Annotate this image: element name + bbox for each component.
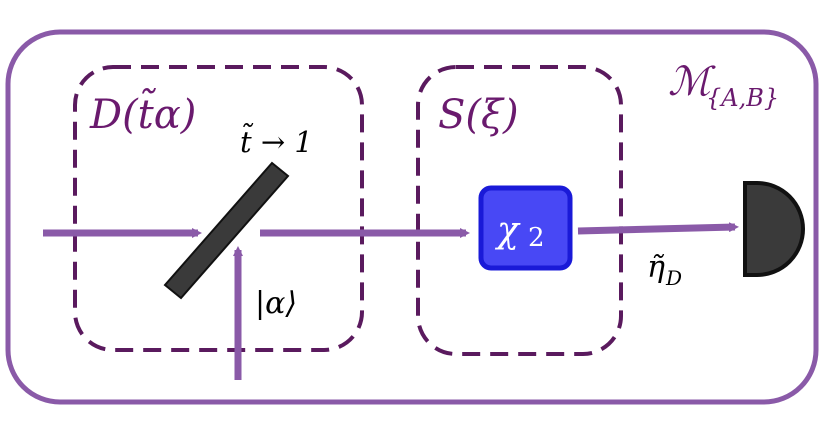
beamsplitter — [163, 161, 290, 300]
displacement-label: D(t̃α) — [89, 88, 196, 138]
chi2-crystal — [478, 185, 573, 271]
efficiency-label: η̃ — [647, 250, 665, 285]
detector-icon — [743, 181, 805, 277]
outer-box-subscript: {A,B} — [706, 84, 779, 112]
displacement-box — [73, 65, 364, 352]
output-beam-arrow — [577, 222, 739, 235]
outer-box-label: ℳ — [668, 59, 716, 105]
squeezing-label: S(ξ) — [438, 92, 519, 138]
transmissivity-label: t̃ → 1 — [240, 123, 313, 159]
crystal-subscript: 2 — [528, 223, 545, 253]
coherent-state-label: |α⟩ — [255, 286, 297, 321]
crystal-label: χ — [494, 210, 521, 251]
outer-measurement-box — [5, 29, 819, 405]
efficiency-subscript: D — [665, 266, 682, 290]
squeezing-box — [416, 65, 623, 356]
